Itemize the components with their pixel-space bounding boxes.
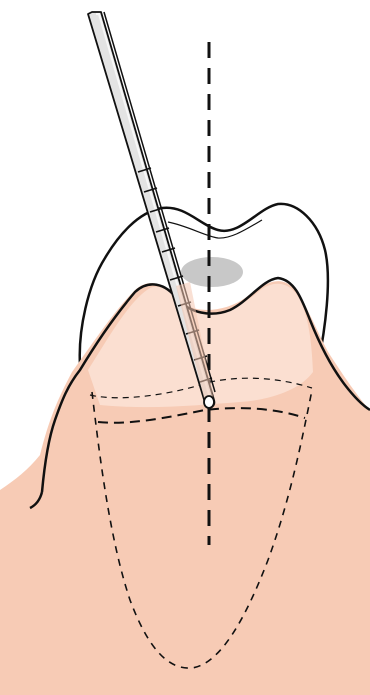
probe-tip [204, 396, 214, 408]
calculus-spot [181, 257, 243, 287]
